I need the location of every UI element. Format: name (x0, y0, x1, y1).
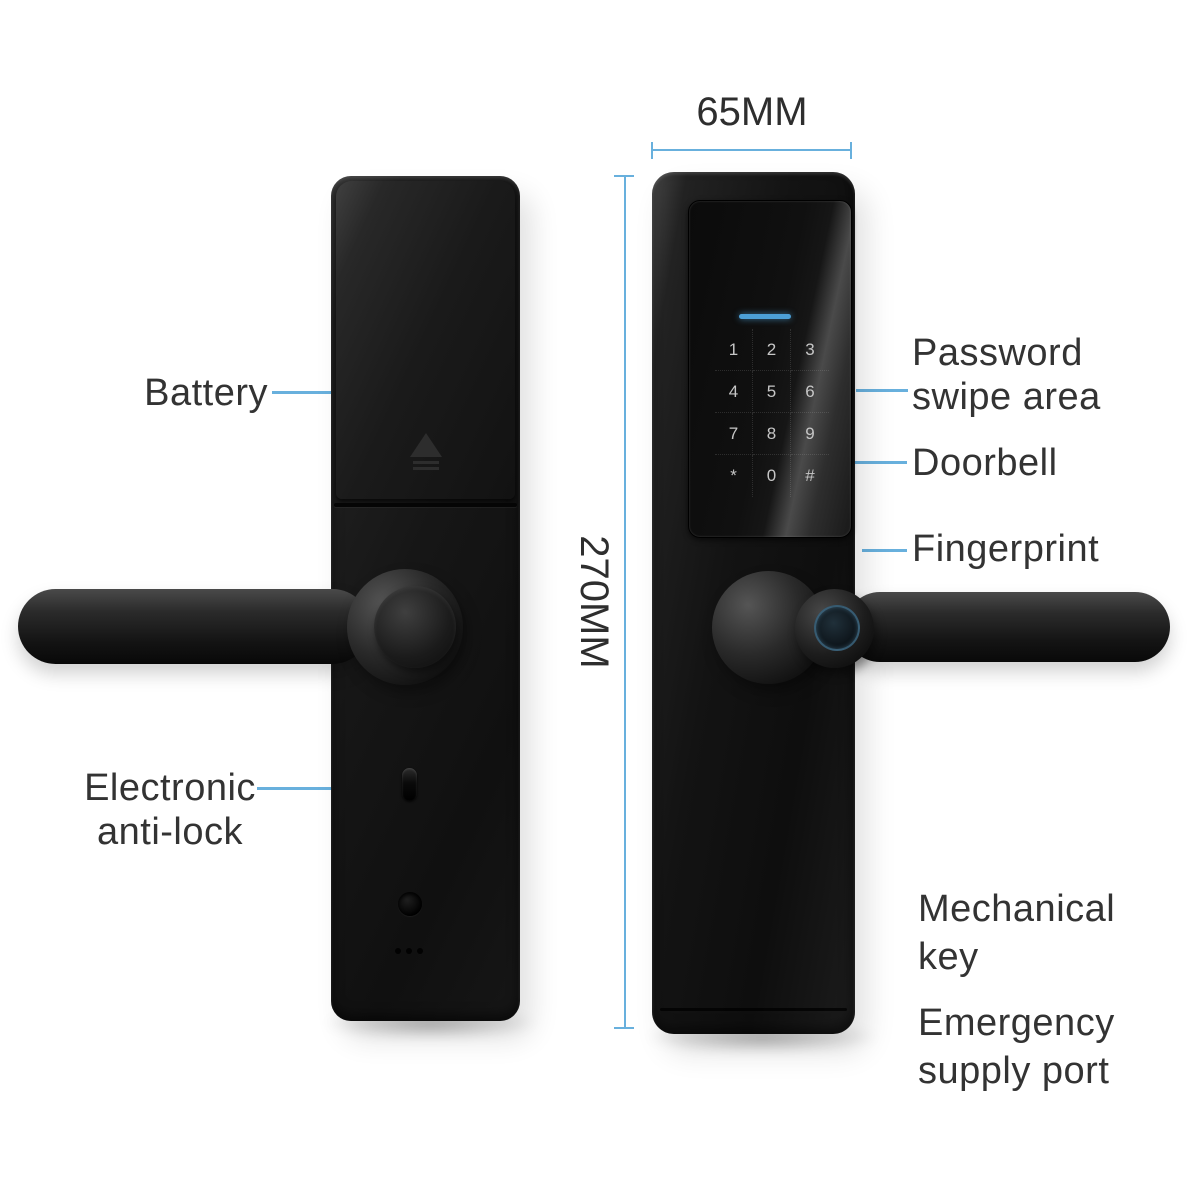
keypad-key-2: 2 (753, 329, 791, 371)
fingerprint-leader-line (862, 549, 907, 552)
keypad-key-8: 8 (753, 413, 791, 455)
emergency-supply-label-line2: supply port (918, 1050, 1110, 1092)
password-swipe-label: Password swipe area (912, 331, 1101, 419)
rear-handle (18, 589, 370, 664)
height-dimension-label: 270MM (572, 535, 616, 669)
status-indicator-bar (739, 314, 791, 319)
height-dimension-line (624, 176, 626, 1028)
keypad-panel: 1 2 3 4 5 6 7 8 9 * 0 # (688, 200, 852, 538)
keypad-key-9: 9 (791, 413, 829, 455)
keypad-key-4: 4 (715, 371, 753, 413)
keypad-key-0: 0 (753, 455, 791, 497)
width-dimension-tick-right (850, 142, 852, 159)
round-button (398, 892, 422, 916)
front-handle (845, 592, 1170, 662)
password-swipe-label-line2: swipe area (912, 376, 1101, 418)
fingerprint-sensor-icon (814, 605, 860, 651)
keypad-key-7: 7 (715, 413, 753, 455)
keypad-key-star: * (715, 455, 753, 497)
triangle-stripes-icon (404, 431, 448, 480)
battery-cover-seam (334, 503, 517, 507)
emergency-supply-label: Emergency supply port (918, 999, 1115, 1095)
mechanical-key-label-line1: Mechanical (918, 888, 1116, 930)
rear-handle-cap (374, 586, 456, 668)
emergency-supply-label-line1: Emergency (918, 1002, 1115, 1044)
mechanical-key-label-line2: key (918, 936, 979, 978)
height-dimension-tick-bottom (614, 1027, 634, 1029)
height-dimension-tick-top (614, 175, 634, 177)
anti-lock-leader-line (257, 787, 404, 790)
width-dimension-tick-left (651, 142, 653, 159)
keypad-key-5: 5 (753, 371, 791, 413)
mechanical-key-label: Mechanical key (918, 885, 1115, 981)
keypad-key-6: 6 (791, 371, 829, 413)
battery-label: Battery (144, 372, 268, 414)
fingerprint-label: Fingerprint (912, 528, 1100, 570)
width-dimension-label: 65MM (696, 90, 808, 134)
front-lock-bottom-seam (660, 1008, 847, 1011)
keypad-key-3: 3 (791, 329, 829, 371)
password-leader-line (856, 389, 908, 392)
anti-lock-label-line2: anti-lock (97, 811, 243, 853)
anti-lock-label: Electronic anti-lock (50, 766, 290, 854)
width-dimension-line (652, 149, 852, 151)
keypad-key-1: 1 (715, 329, 753, 371)
speaker-dots (395, 948, 423, 954)
battery-leader-line (272, 391, 358, 394)
keypad: 1 2 3 4 5 6 7 8 9 * 0 # (715, 329, 829, 497)
anti-lock-label-line1: Electronic (84, 767, 256, 809)
anti-lock-switch (402, 768, 417, 801)
keypad-key-hash: # (805, 466, 815, 485)
battery-cover (336, 181, 515, 499)
doorbell-leader-line (850, 461, 907, 464)
password-swipe-label-line1: Password (912, 332, 1083, 374)
doorbell-label: Doorbell (912, 442, 1058, 484)
